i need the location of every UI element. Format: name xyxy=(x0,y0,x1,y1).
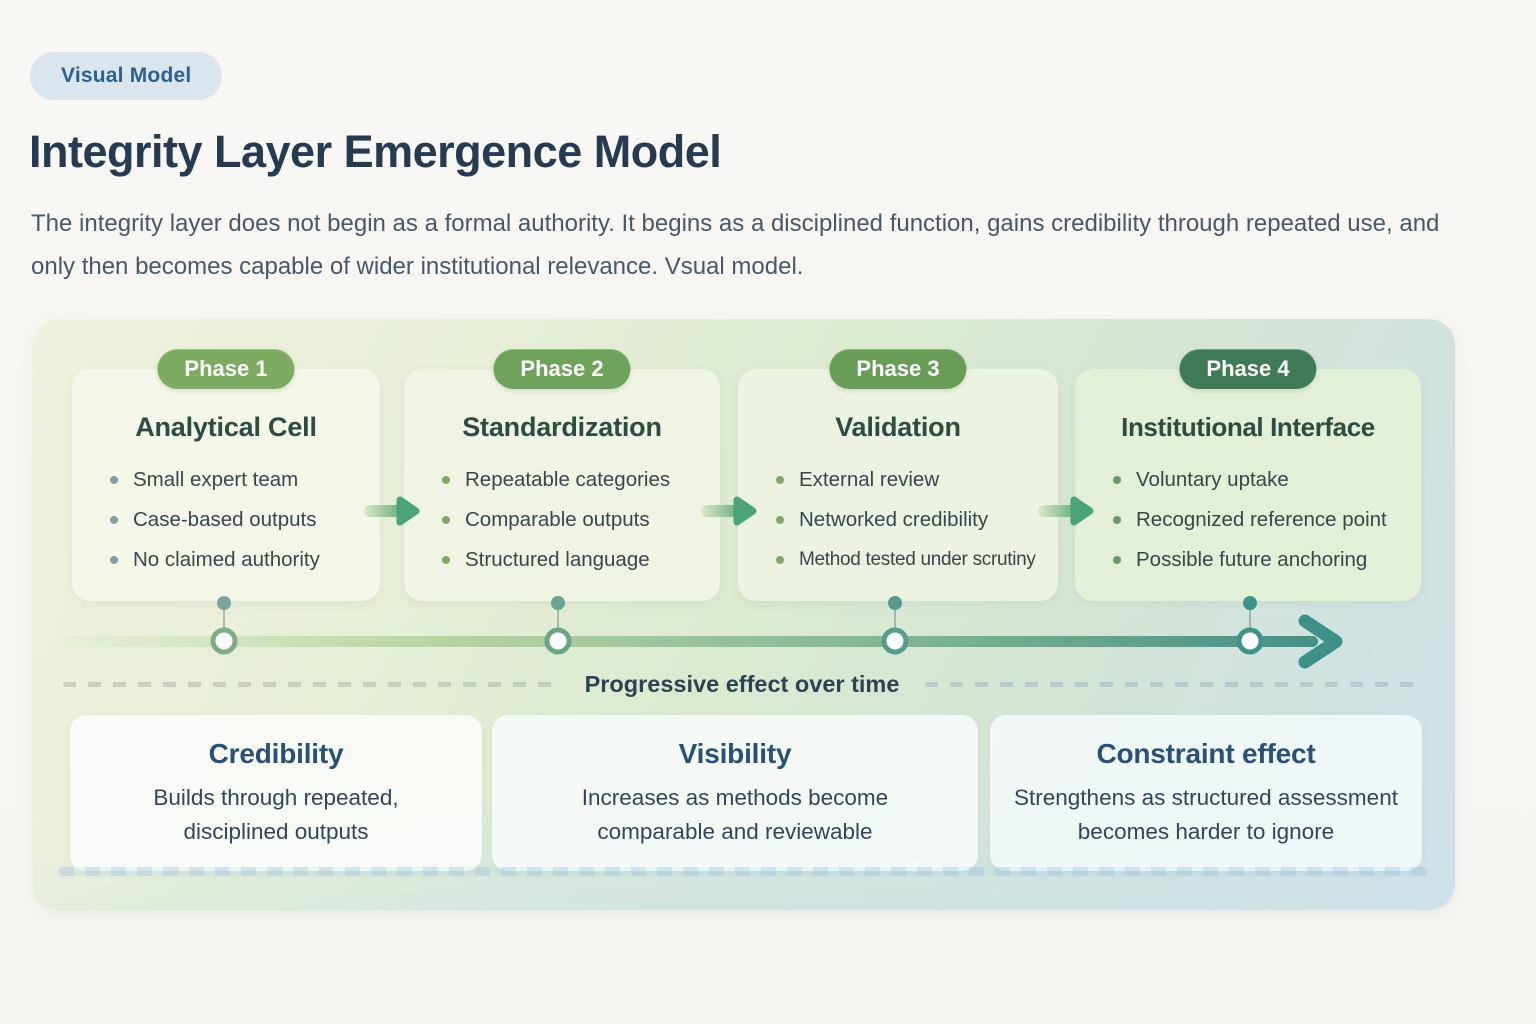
phase-2-title: Standardization xyxy=(462,412,662,442)
phase-transition-arrow-icon xyxy=(364,496,420,526)
connector-dot-icon xyxy=(888,596,902,610)
page-title: Integrity Layer Emergence Model xyxy=(29,126,722,177)
outcome-card-visibility: Visibility Increases as methods become c… xyxy=(492,715,978,871)
bullet-item: No claimed authority xyxy=(110,540,374,580)
bullet-item: Networked credibility xyxy=(776,500,1052,540)
bullet-text: Small expert team xyxy=(133,468,299,491)
outcome-card-credibility: Credibility Builds through repeated, dis… xyxy=(70,715,482,871)
phase-2-pill: Phase 2 xyxy=(493,349,631,389)
bullet-item: Voluntary uptake xyxy=(1113,460,1415,500)
bullet-item: Method tested under scrutiny xyxy=(776,540,1052,580)
timeline-caption: Progressive effect over time xyxy=(63,671,1422,698)
model-panel: Phase 1 Analytical Cell Small expert tea… xyxy=(33,319,1455,910)
timeline-caption-label: Progressive effect over time xyxy=(584,671,900,697)
bullet-dot-icon xyxy=(776,516,784,524)
phase-4-pill: Phase 4 xyxy=(1179,349,1317,389)
bullet-item: Repeatable categories xyxy=(442,460,714,500)
milestone-ring-icon xyxy=(1236,627,1264,655)
dashed-rule-left xyxy=(63,682,559,687)
outcome-text: Builds through repeated, disciplined out… xyxy=(153,784,399,844)
bullet-dot-icon xyxy=(110,476,118,484)
phase-card-4: Phase 4 Institutional Interface Voluntar… xyxy=(1075,349,1421,601)
bullet-text: Method tested under scrutiny xyxy=(799,549,1036,570)
phase-1-bullets: Small expert team Case-based outputs No … xyxy=(72,460,380,580)
phase-card-1: Phase 1 Analytical Cell Small expert tea… xyxy=(72,349,380,601)
outcome-title: Constraint effect xyxy=(1096,737,1316,769)
milestone-ring-icon xyxy=(881,627,909,655)
texture-strip xyxy=(59,867,1429,876)
timeline-marker-4 xyxy=(1236,596,1264,655)
dashed-rule-right xyxy=(925,682,1422,687)
bullet-text: Case-based outputs xyxy=(133,508,317,531)
timeline-graphic xyxy=(63,596,1343,669)
bullet-item: Comparable outputs xyxy=(442,500,714,540)
phase-3-title: Validation xyxy=(835,412,961,442)
bullet-text: No claimed authority xyxy=(133,548,320,571)
outcome-text: Increases as methods become comparable a… xyxy=(581,784,889,844)
bullet-item: Recognized reference point xyxy=(1113,500,1415,540)
bullet-item: Structured language xyxy=(442,540,714,580)
bullet-dot-icon xyxy=(442,476,450,484)
outcome-title: Visibility xyxy=(678,737,792,769)
outcome-title: Credibility xyxy=(208,737,344,769)
bullet-dot-icon xyxy=(442,556,450,564)
bullet-dot-icon xyxy=(1113,516,1121,524)
bullet-text: Networked credibility xyxy=(799,508,989,531)
bullet-dot-icon xyxy=(776,556,784,564)
visual-model-badge: Visual Model xyxy=(30,52,223,100)
bullet-dot-icon xyxy=(1113,476,1121,484)
phase-4-bullets: Voluntary uptake Recognized reference po… xyxy=(1075,460,1421,580)
bullet-item: External review xyxy=(776,460,1052,500)
phase-3-pill: Phase 3 xyxy=(829,349,967,389)
bullet-dot-icon xyxy=(442,516,450,524)
milestone-ring-icon xyxy=(544,627,572,655)
timeline-marker-1 xyxy=(210,596,238,655)
bullet-text: Structured language xyxy=(465,548,650,571)
timeline-marker-3 xyxy=(881,596,909,655)
connector-dot-icon xyxy=(551,596,565,610)
timeline-marker-2 xyxy=(544,596,572,655)
bullet-text: External review xyxy=(799,468,940,491)
bullet-item: Case-based outputs xyxy=(110,500,374,540)
bullet-item: Possible future anchoring xyxy=(1113,540,1415,580)
bullet-text: Repeatable categories xyxy=(465,468,671,491)
phase-4-title: Institutional Interface xyxy=(1121,412,1375,442)
bullet-dot-icon xyxy=(776,476,784,484)
outcome-card-constraint-effect: Constraint effect Strengthens as structu… xyxy=(990,715,1422,871)
phase-card-2: Phase 2 Standardization Repeatable categ… xyxy=(404,349,720,601)
bullet-text: Comparable outputs xyxy=(465,508,650,531)
bullet-item: Small expert team xyxy=(110,460,374,500)
phase-3-bullets: External review Networked credibility Me… xyxy=(738,460,1058,580)
phase-2-bullets: Repeatable categories Comparable outputs… xyxy=(404,460,720,580)
timeline-bar xyxy=(63,636,1318,647)
bullet-dot-icon xyxy=(110,556,118,564)
timeline-arrowhead-icon xyxy=(1298,614,1343,669)
phase-transition-arrow-icon xyxy=(701,496,757,526)
bullet-text: Recognized reference point xyxy=(1136,508,1387,531)
bullet-dot-icon xyxy=(110,516,118,524)
outcome-text: Strengthens as structured assessment bec… xyxy=(1014,784,1398,844)
connector-dot-icon xyxy=(1243,596,1257,610)
phase-1-pill: Phase 1 xyxy=(157,349,295,389)
connector-dot-icon xyxy=(217,596,231,610)
bullet-text: Voluntary uptake xyxy=(1136,468,1289,491)
page-subtitle: The integrity layer does not begin as a … xyxy=(31,210,1440,280)
milestone-ring-icon xyxy=(210,627,238,655)
bullet-text: Possible future anchoring xyxy=(1136,548,1368,571)
phase-card-3: Phase 3 Validation External review Netwo… xyxy=(738,349,1058,601)
phase-1-title: Analytical Cell xyxy=(135,412,317,442)
bullet-dot-icon xyxy=(1113,556,1121,564)
phase-transition-arrow-icon xyxy=(1038,496,1094,526)
